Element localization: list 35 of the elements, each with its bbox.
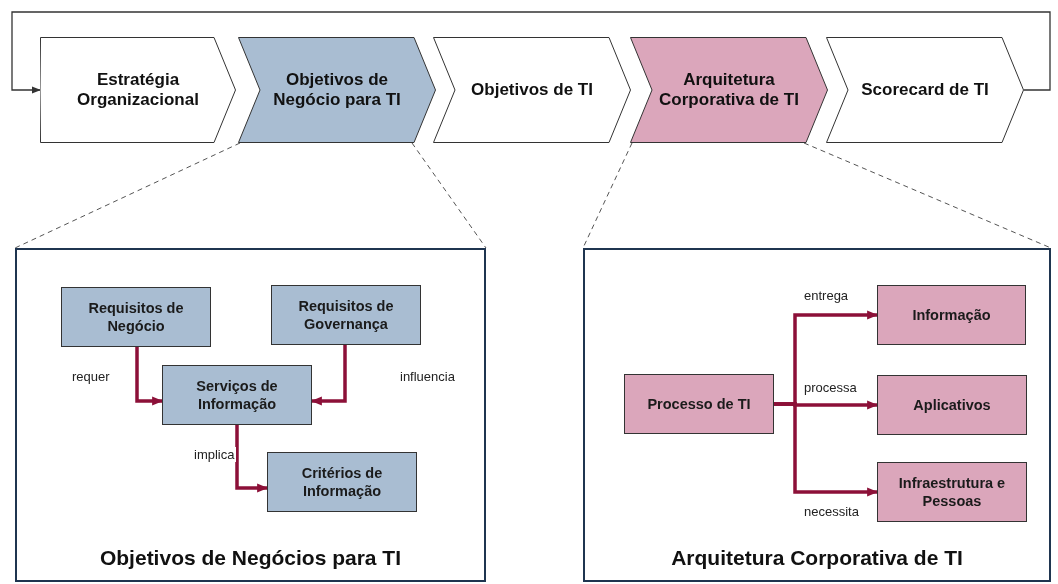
chevron-step bbox=[433, 37, 631, 143]
process-box: Requisitos de Negócio bbox=[61, 287, 211, 347]
arrow bbox=[135, 347, 164, 406]
arrow bbox=[11, 11, 1051, 94]
process-box: Critérios de Informação bbox=[267, 452, 417, 512]
process-box: Informação bbox=[877, 285, 1026, 345]
chevron-step bbox=[238, 37, 436, 143]
process-box: Requisitos de Governança bbox=[271, 285, 421, 345]
panel-heading: Objetivos de Negócios para TI bbox=[99, 546, 402, 570]
step-label: Objetivos de Negócio para TI bbox=[272, 70, 402, 110]
chevron-step bbox=[40, 37, 236, 143]
edge-label: necessita bbox=[802, 504, 861, 519]
edge-label: entrega bbox=[802, 288, 851, 303]
chevron-step bbox=[826, 37, 1024, 143]
step-label: Objetivos de TI bbox=[470, 80, 594, 100]
process-box: Processo de TI bbox=[624, 374, 774, 434]
step-label: Scorecard de TI bbox=[860, 80, 990, 100]
step-label: Arquitetura Corporativa de TI bbox=[658, 70, 800, 110]
step-label: Estratégia Organizacional bbox=[76, 70, 200, 110]
detail-panel bbox=[15, 248, 486, 582]
process-box: Serviços de Informação bbox=[162, 365, 312, 425]
panel-heading: Arquitetura Corporativa de TI bbox=[671, 546, 963, 570]
detail-panel bbox=[583, 248, 1051, 582]
edge-label: implica bbox=[192, 447, 237, 462]
arrow bbox=[235, 425, 269, 493]
chevron-step bbox=[630, 37, 828, 143]
zoom-guide-line bbox=[411, 142, 487, 249]
process-box: Aplicativos bbox=[877, 375, 1027, 435]
zoom-guide-line bbox=[803, 142, 1052, 249]
edge-label: influencia bbox=[398, 369, 457, 384]
zoom-guide-line bbox=[14, 142, 241, 249]
arrow bbox=[310, 345, 347, 406]
zoom-guide-line bbox=[582, 142, 633, 249]
process-box: Infraestrutura e Pessoas bbox=[877, 462, 1027, 522]
arrow bbox=[774, 402, 879, 497]
